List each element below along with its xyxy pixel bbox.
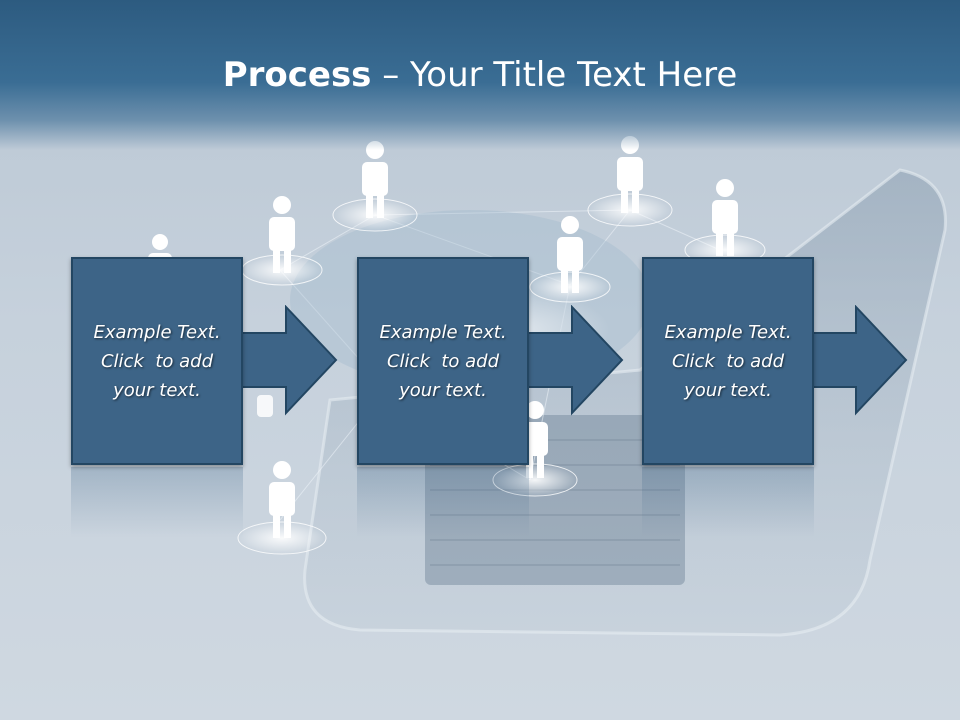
step-text-line: your text. [113, 379, 201, 401]
step-text-line: your text. [684, 379, 772, 401]
person-icon [237, 461, 327, 555]
step-text-line: Example Text. [379, 321, 507, 343]
arrow-right-icon [524, 305, 624, 416]
step-text-line: Example Text. [93, 321, 221, 343]
step-text-line: Click to add [671, 350, 784, 372]
step-text: Example Text. Click to add your text. [83, 318, 230, 405]
box-reflection [71, 467, 243, 537]
person-icon [529, 216, 611, 303]
slide-title[interactable]: Process – Your Title Text Here [0, 52, 960, 98]
slide-header [0, 0, 960, 150]
step-text-line: Example Text. [664, 321, 792, 343]
step-text: Example Text. Click to add your text. [369, 318, 516, 405]
title-bold: Process [222, 55, 372, 95]
person-icon [492, 401, 578, 497]
arrow-right-icon [238, 305, 338, 416]
person-icon [257, 395, 273, 417]
box-reflection [642, 467, 814, 537]
step-text-line: your text. [399, 379, 487, 401]
process-step-3[interactable]: Example Text. Click to add your text. [642, 257, 814, 465]
person-icon [684, 179, 766, 266]
process-step-2[interactable]: Example Text. Click to add your text. [357, 257, 529, 465]
person-icon [241, 196, 323, 286]
step-text-line: Click to add [100, 350, 213, 372]
process-step-1[interactable]: Example Text. Click to add your text. [71, 257, 243, 465]
arrow-right-icon [808, 305, 908, 416]
person-icon [332, 141, 418, 232]
title-rest: – Your Title Text Here [371, 55, 738, 95]
box-reflection [357, 467, 529, 537]
step-text: Example Text. Click to add your text. [654, 318, 801, 405]
step-text-line: Click to add [386, 350, 499, 372]
